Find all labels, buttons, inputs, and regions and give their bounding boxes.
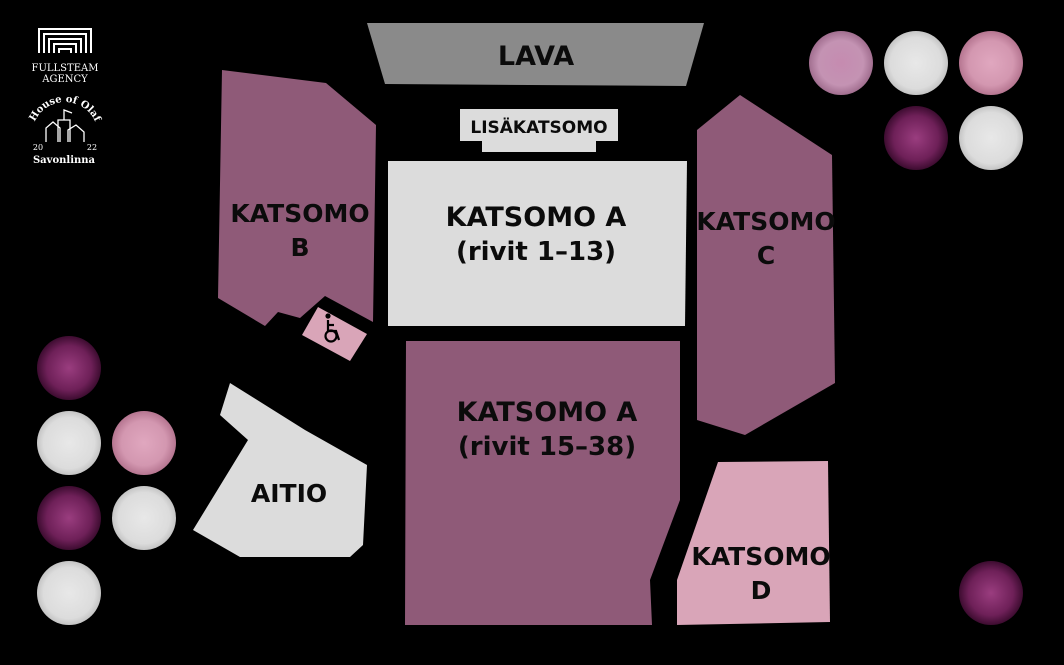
section-a-rear-label-line2: (rivit 15–38) [458,432,636,462]
dot [809,31,873,95]
event-year-left: 20 [33,143,43,152]
section-a-front-label-line2: (rivit 1–13) [456,237,616,267]
agency-name-line1: FULLSTEAM [32,63,99,74]
section-a-front[interactable]: KATSOMO A (rivit 1–13) [388,161,687,326]
stage-label: LAVA [498,41,574,72]
decorative-dots [37,31,1023,625]
dot [884,106,948,170]
dot [959,106,1023,170]
dot [959,31,1023,95]
section-box[interactable]: AITIO [193,383,367,557]
agency-logo-mark [38,28,92,53]
dot [112,486,176,550]
section-d[interactable]: KATSOMO D [677,461,831,625]
section-extra[interactable]: LISÄKATSOMO [460,109,618,152]
stage-area[interactable] [367,23,704,86]
section-box-label: AITIO [251,479,327,508]
section-extra-label: LISÄKATSOMO [470,116,607,138]
section-a-rear-label-line1: KATSOMO A [457,397,638,428]
section-b-label-line2: B [290,233,309,262]
dot [37,486,101,550]
dot [37,336,101,400]
section-b[interactable]: KATSOMO B [218,70,376,326]
accessible-seating[interactable] [302,307,367,361]
agency-name-line2: AGENCY [41,74,88,85]
section-b-label-line1: KATSOMO [230,199,369,228]
section-a-rear[interactable]: KATSOMO A (rivit 15–38) [405,341,680,625]
event-year-right: 22 [87,143,97,152]
event-city: Savonlinna [33,155,96,166]
section-d-label-line1: KATSOMO [691,542,830,571]
dot [884,31,948,95]
section-c-label-line1: KATSOMO [696,207,835,236]
section-c[interactable]: KATSOMO C [696,95,836,435]
dot [37,411,101,475]
section-c-label-line2: C [757,241,775,270]
section-d-label-line2: D [751,576,772,605]
house-icon [45,109,85,142]
section-a-front-label-line1: KATSOMO A [446,202,627,233]
dot [112,411,176,475]
wheelchair-icon [324,313,341,343]
event-logo: House of Olaf 20 22 Savonlinna [28,94,103,166]
dot [959,561,1023,625]
agency-logo: FULLSTEAM AGENCY [32,28,99,85]
dot [37,561,101,625]
